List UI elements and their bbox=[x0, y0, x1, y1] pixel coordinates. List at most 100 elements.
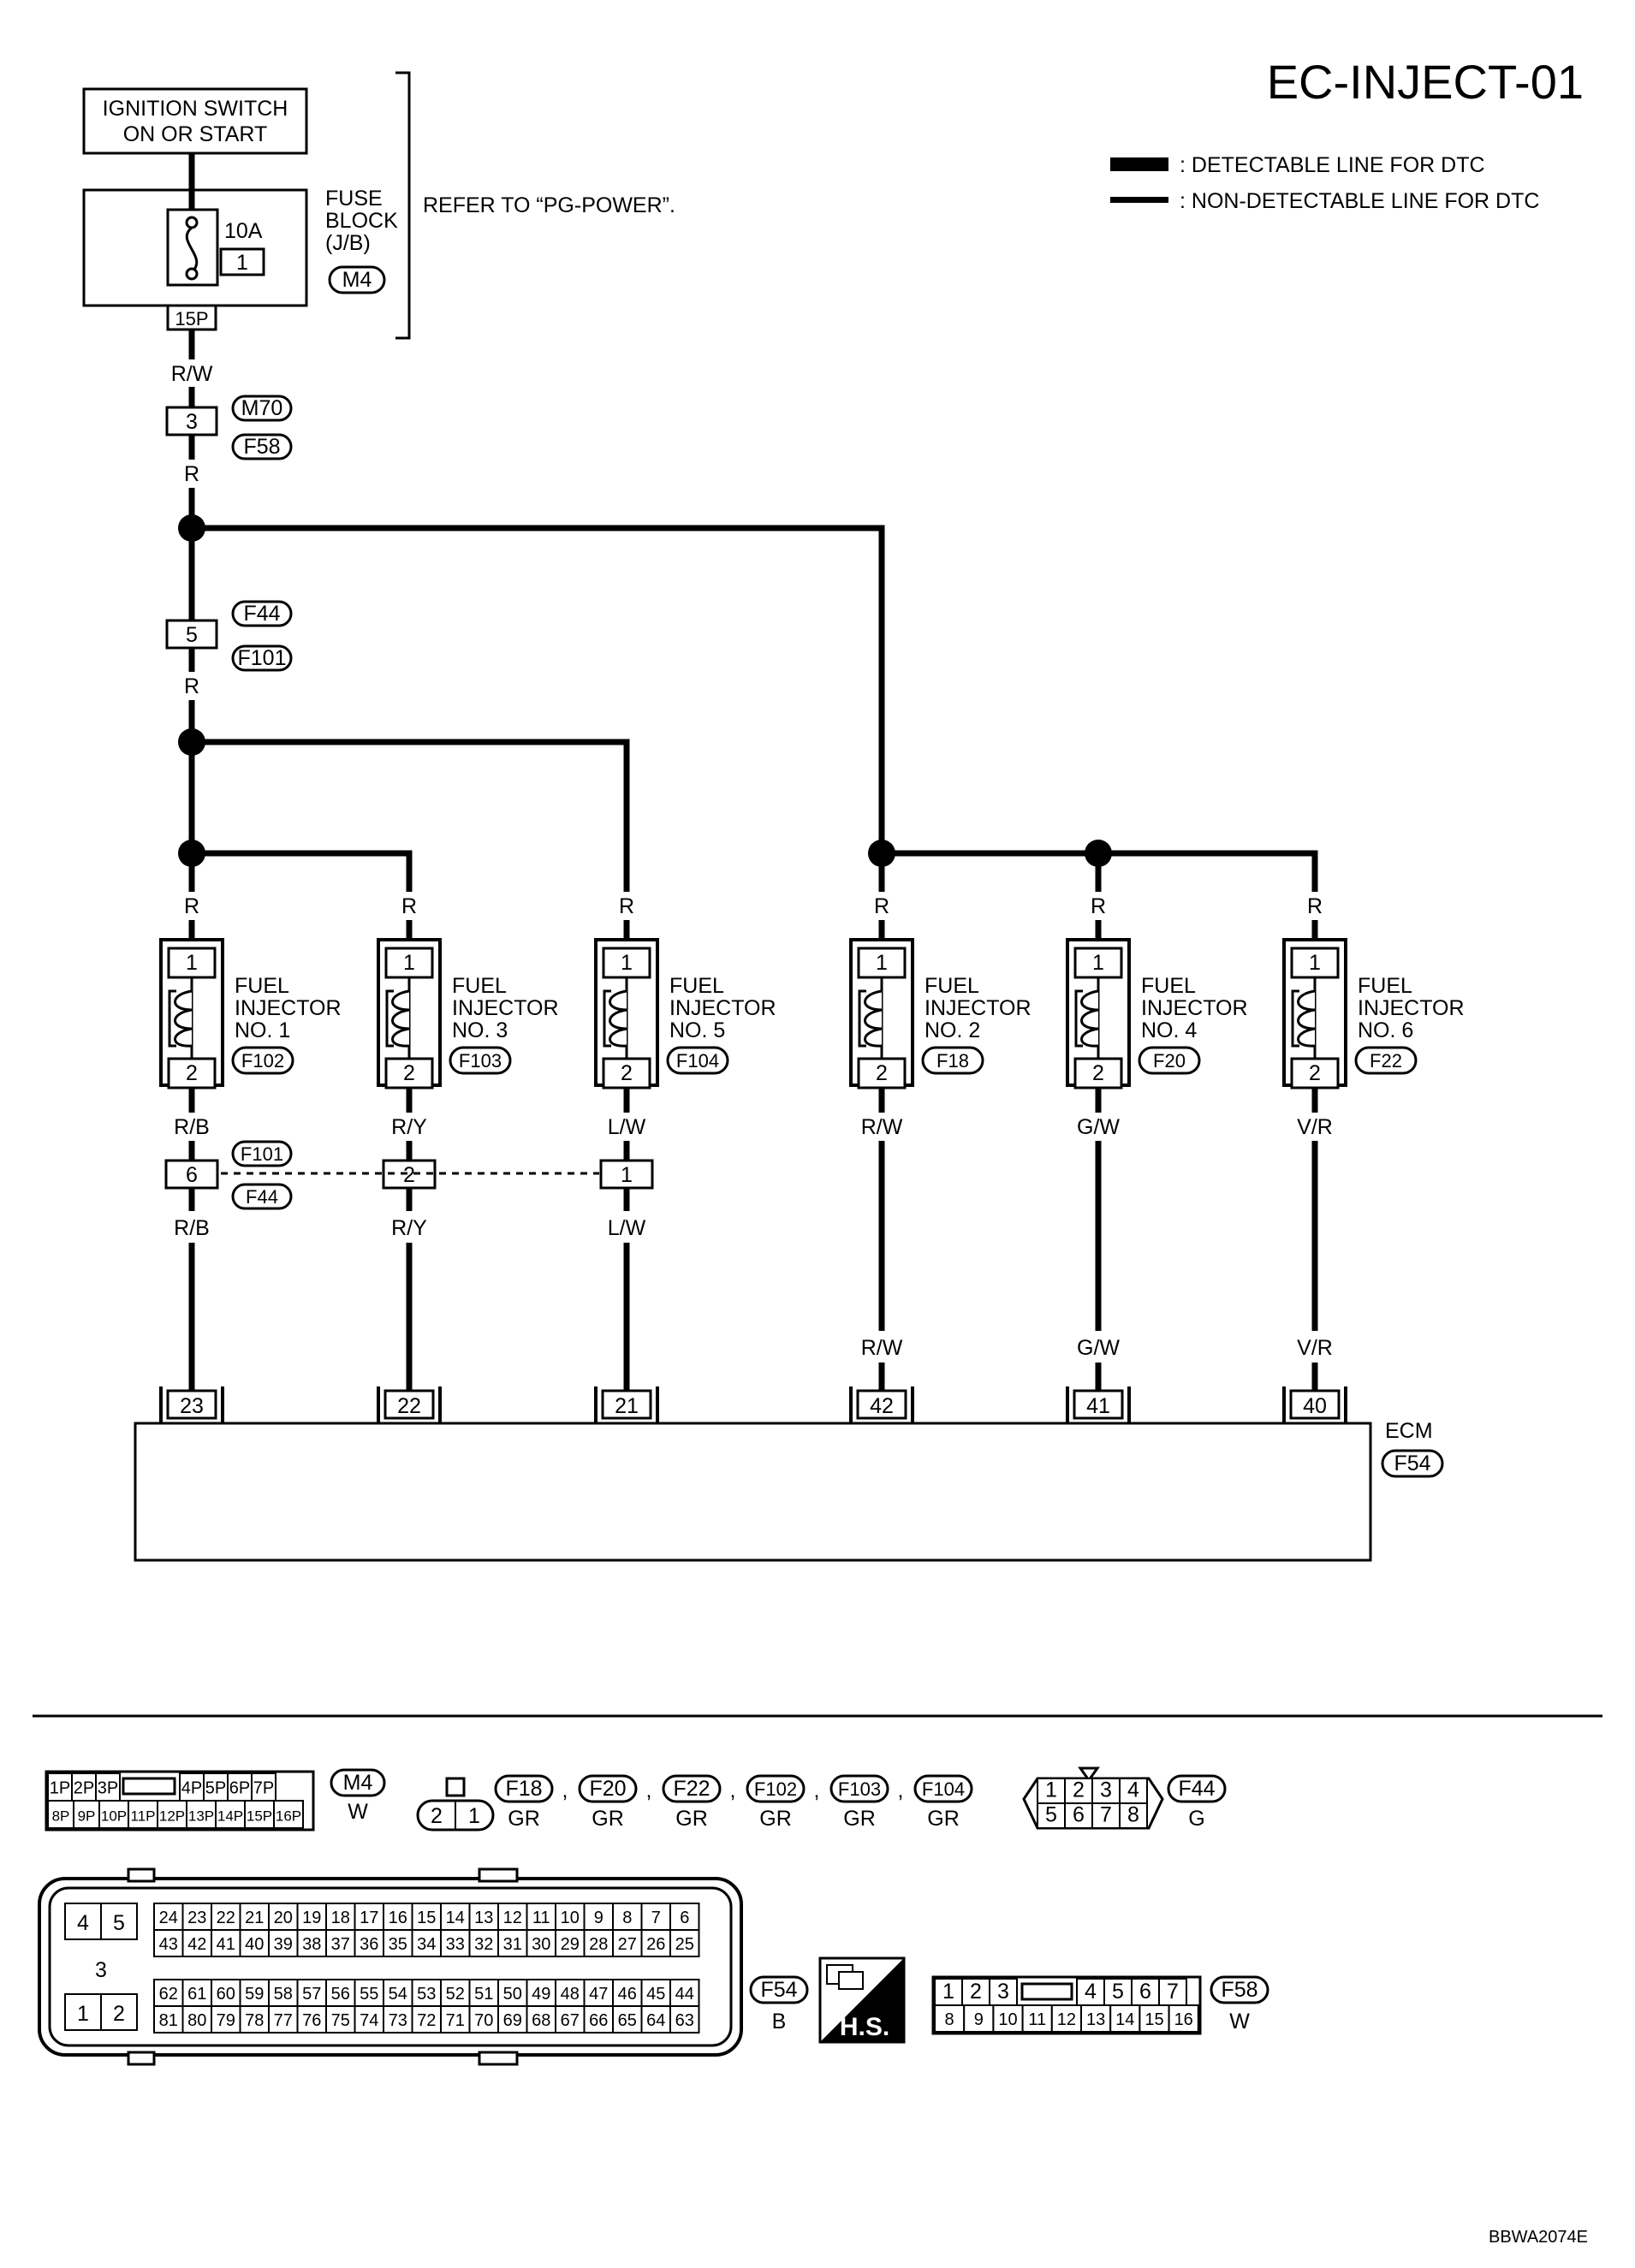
injector-connector-id: F20 bbox=[1153, 1050, 1186, 1072]
connector-id-m70: M70 bbox=[241, 396, 283, 420]
ecm-wire-color: R/W bbox=[861, 1336, 903, 1360]
pin-cell bbox=[526, 2005, 556, 2033]
pin-cell bbox=[203, 1772, 229, 1802]
pin-label: 22 bbox=[217, 1909, 235, 1927]
pin-label: 15 bbox=[417, 1909, 436, 1927]
pin-label: 54 bbox=[389, 1985, 407, 2004]
pin-label: 5 bbox=[113, 1911, 125, 1935]
injector-top-wire-color: R bbox=[1307, 894, 1323, 918]
pin-label: 1 bbox=[1045, 1778, 1057, 1802]
pin-label: 35 bbox=[389, 1935, 407, 1954]
pin-cell bbox=[239, 1929, 270, 1957]
pin-label: 59 bbox=[245, 1985, 264, 2004]
pin-cell bbox=[1168, 2004, 1199, 2033]
pin-label: 81 bbox=[159, 2011, 178, 2030]
pin-label: 72 bbox=[417, 2011, 436, 2030]
ecm-pin-number: 23 bbox=[180, 1394, 204, 1418]
connector-id: F22 bbox=[673, 1777, 710, 1801]
pin-label: 60 bbox=[217, 1985, 235, 2004]
injector-name-1: FUEL bbox=[452, 974, 507, 998]
pin-label: 57 bbox=[302, 1985, 321, 2004]
connector-id: F18 bbox=[505, 1777, 542, 1801]
injector-name-2: INJECTOR bbox=[669, 996, 776, 1020]
pin-label: 73 bbox=[389, 2011, 407, 2030]
connector-color: GR bbox=[843, 1807, 876, 1831]
injector-top-wire-color: R bbox=[619, 894, 634, 918]
pin-label: 18 bbox=[331, 1909, 350, 1927]
pin-label: 10P bbox=[101, 1808, 127, 1825]
injector-connector-id: F18 bbox=[936, 1050, 969, 1072]
pin-label: 52 bbox=[446, 1985, 465, 2004]
connector-badge bbox=[913, 1774, 973, 1803]
pin-label: 16 bbox=[1174, 2010, 1193, 2029]
inline-connector-f44: F44 bbox=[246, 1186, 278, 1208]
connector-badge bbox=[746, 1774, 806, 1803]
pin-label: 14 bbox=[1115, 2010, 1134, 2029]
pin-cell bbox=[296, 2005, 327, 2033]
pin-label: 13 bbox=[474, 1909, 493, 1927]
injector-name-3: NO. 2 bbox=[925, 1018, 980, 1042]
pin-cell bbox=[325, 2005, 356, 2033]
pin-label: 13P bbox=[188, 1808, 214, 1825]
separator: , bbox=[814, 1778, 820, 1802]
injector-name-3: NO. 1 bbox=[235, 1018, 290, 1042]
pin-label: 50 bbox=[503, 1985, 522, 2004]
injector-pin-2: 2 bbox=[186, 1061, 198, 1085]
inline-connector-pin-box bbox=[164, 1159, 219, 1190]
injector-pin-2: 2 bbox=[876, 1061, 888, 1085]
pin-label: 65 bbox=[618, 2011, 637, 2030]
connector-id: F20 bbox=[589, 1777, 626, 1801]
pin-label: 28 bbox=[589, 1935, 608, 1954]
pin-label: 36 bbox=[360, 1935, 378, 1954]
coil-icon bbox=[609, 989, 627, 1048]
fuse-block-label-2: BLOCK bbox=[325, 209, 398, 233]
ecm-box bbox=[134, 1422, 1372, 1562]
connector-badge bbox=[749, 1975, 809, 2004]
legend-non-detectable: : NON-DETECTABLE LINE FOR DTC bbox=[1180, 189, 1539, 213]
connector-color: G bbox=[1188, 1807, 1204, 1831]
pin-label: 2 bbox=[1073, 1778, 1085, 1802]
ecm-wire-color: G/W bbox=[1077, 1336, 1120, 1360]
injector-pin-2: 2 bbox=[621, 1061, 633, 1085]
pin-label: 1 bbox=[942, 1980, 954, 2004]
pin-label: 39 bbox=[274, 1935, 293, 1954]
pin-label: 3 bbox=[1100, 1778, 1112, 1802]
pin-label: 33 bbox=[446, 1935, 465, 1954]
pin-cell bbox=[468, 1979, 499, 2007]
pin-label: 21 bbox=[245, 1909, 264, 1927]
pin-cell bbox=[640, 1929, 671, 1957]
ecm-wire-color: V/R bbox=[1297, 1336, 1333, 1360]
pin-cell bbox=[181, 1903, 212, 1931]
refer-to-pg-power: REFER TO “PG-POWER”. bbox=[423, 193, 675, 217]
pin-label: 14P bbox=[217, 1808, 243, 1825]
ecm-label: ECM bbox=[1385, 1419, 1433, 1443]
pin-cell bbox=[1037, 1802, 1066, 1829]
ignition-switch-label-1: IGNITION SWITCH bbox=[103, 97, 288, 121]
injector-name-2: INJECTOR bbox=[1358, 996, 1465, 1020]
pin-label: 77 bbox=[274, 2011, 293, 2030]
pin-cell bbox=[640, 1979, 671, 2007]
ignition-switch-box bbox=[82, 87, 308, 155]
pin-cell bbox=[497, 1929, 528, 1957]
pin-label: 15P bbox=[247, 1808, 272, 1825]
injector-pin-1: 1 bbox=[186, 951, 198, 975]
injector-name-3: NO. 4 bbox=[1141, 1018, 1197, 1042]
connector-id: F54 bbox=[760, 1978, 797, 2002]
hs-label: H.S. bbox=[840, 2013, 889, 2041]
injector-top-wire-color: R bbox=[401, 894, 417, 918]
pin-label: 2 bbox=[113, 2002, 125, 2026]
pin-label: 55 bbox=[360, 1985, 378, 2004]
inline-wire-color: R/Y bbox=[391, 1216, 427, 1240]
pin-label: 40 bbox=[245, 1935, 264, 1954]
ecm-pin-number: 42 bbox=[870, 1394, 894, 1418]
coil-icon bbox=[1297, 989, 1316, 1048]
connector-color: GR bbox=[927, 1807, 960, 1831]
pin-label: 63 bbox=[675, 2011, 694, 2030]
pin-cell bbox=[640, 2005, 671, 2033]
